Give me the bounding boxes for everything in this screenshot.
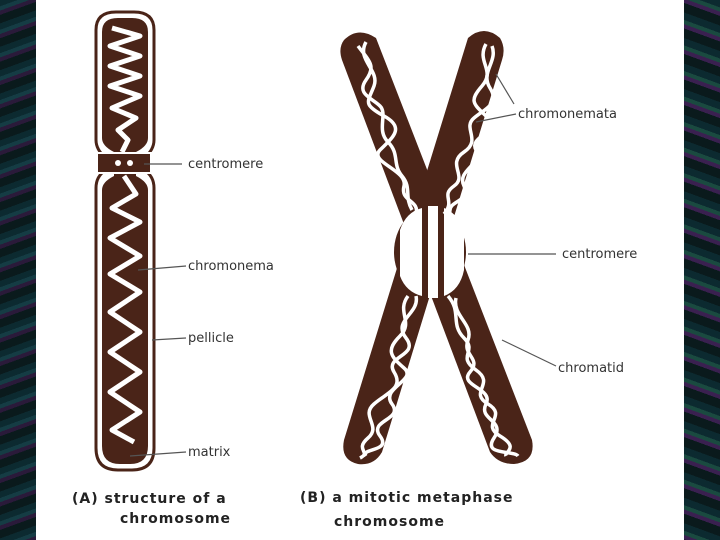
centromere-a-dot-right <box>127 160 133 166</box>
caption-a-line2: chromosome <box>120 511 231 527</box>
caption-b-line1: (B) a mitotic metaphase <box>300 490 514 506</box>
background-right-decoration <box>684 0 720 540</box>
chromosome-b: chromonemata centromere chromatid (B) a … <box>300 31 637 530</box>
label-chromonema-a: chromonema <box>188 259 274 274</box>
label-centromere-b: centromere <box>562 247 637 262</box>
background-left-decoration <box>0 0 36 540</box>
label-chromatid-b: chromatid <box>558 361 624 376</box>
centromere-a-dot-left <box>115 160 121 166</box>
leader-chromatid-b <box>502 340 556 366</box>
chromosome-a: centromere chromonema pellicle matrix (A… <box>72 12 274 527</box>
chromosome-diagram: centromere chromonema pellicle matrix (A… <box>36 0 684 540</box>
label-pellicle-a: pellicle <box>188 331 234 346</box>
centromere-a-core <box>98 154 150 172</box>
centromere-b <box>400 206 464 298</box>
label-matrix-a: matrix <box>188 445 231 460</box>
caption-a-line1: (A) structure of a <box>72 491 227 507</box>
label-chromonemata-b: chromonemata <box>518 107 617 122</box>
diagram-panel: centromere chromonema pellicle matrix (A… <box>36 0 684 540</box>
label-centromere-a: centromere <box>188 157 263 172</box>
leader-chromonemata-b-1 <box>496 74 514 104</box>
leader-pellicle-a <box>152 338 186 340</box>
caption-b-line2: chromosome <box>334 514 445 530</box>
